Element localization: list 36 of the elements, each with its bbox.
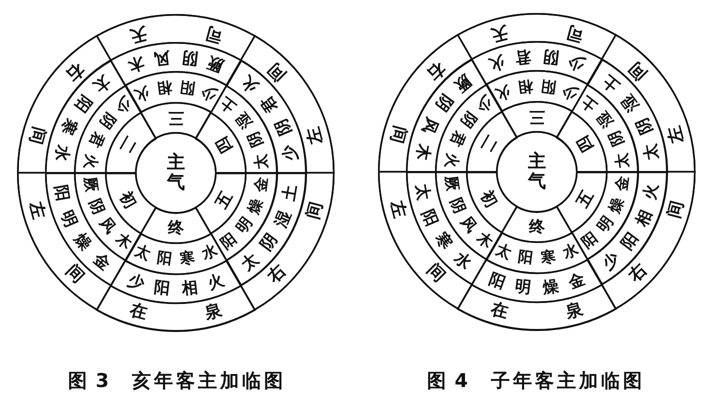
sector-label: 终 xyxy=(528,218,545,235)
sector-label: 四 xyxy=(574,134,596,156)
figure-number: 图 3 xyxy=(68,369,110,394)
sector-label: 太阳寒水 xyxy=(494,242,580,266)
sector-label: 初 xyxy=(478,188,500,210)
sector-label: 在泉 xyxy=(128,302,224,322)
figure-caption: 子年客主加临图 xyxy=(490,369,645,394)
sector-label: 少阴君火 xyxy=(486,48,588,74)
sector-label: 司天 xyxy=(128,23,224,44)
sector-label: 在泉 xyxy=(489,300,585,322)
sector-label: 少阳相火 xyxy=(126,272,226,298)
outer-circle xyxy=(378,13,696,331)
sector-label: 终 xyxy=(168,220,184,236)
sector-label: 少阳相火 xyxy=(494,78,580,102)
ring-sector xyxy=(501,206,573,243)
sector-label: 五 xyxy=(212,190,235,212)
sector-label: 三 xyxy=(528,108,545,125)
sector-label: 四 xyxy=(212,134,235,156)
ring-sector xyxy=(501,101,573,138)
sector-label: 少阳相火 xyxy=(133,78,219,103)
sector-label: 三 xyxy=(168,110,184,126)
ring-sector xyxy=(140,102,212,140)
sector-label: 初 xyxy=(117,190,140,212)
sector-label: 二 xyxy=(478,134,500,156)
sector-label: 五 xyxy=(574,188,596,210)
sector-label: 阳明燥金 xyxy=(486,270,588,296)
center-label: 主气 xyxy=(166,153,185,193)
ring-sector xyxy=(140,206,212,244)
sector-label: 司天 xyxy=(489,22,585,44)
sector-label: 厥阴风木 xyxy=(126,48,226,74)
outer-circle xyxy=(17,14,335,332)
figure-caption: 亥年客主加临图 xyxy=(132,369,286,394)
center-label: 主气 xyxy=(528,152,546,192)
sector-label: 太阳寒水 xyxy=(133,243,219,268)
figure-number: 图 4 xyxy=(427,369,469,394)
sector-label: 二 xyxy=(117,134,140,156)
